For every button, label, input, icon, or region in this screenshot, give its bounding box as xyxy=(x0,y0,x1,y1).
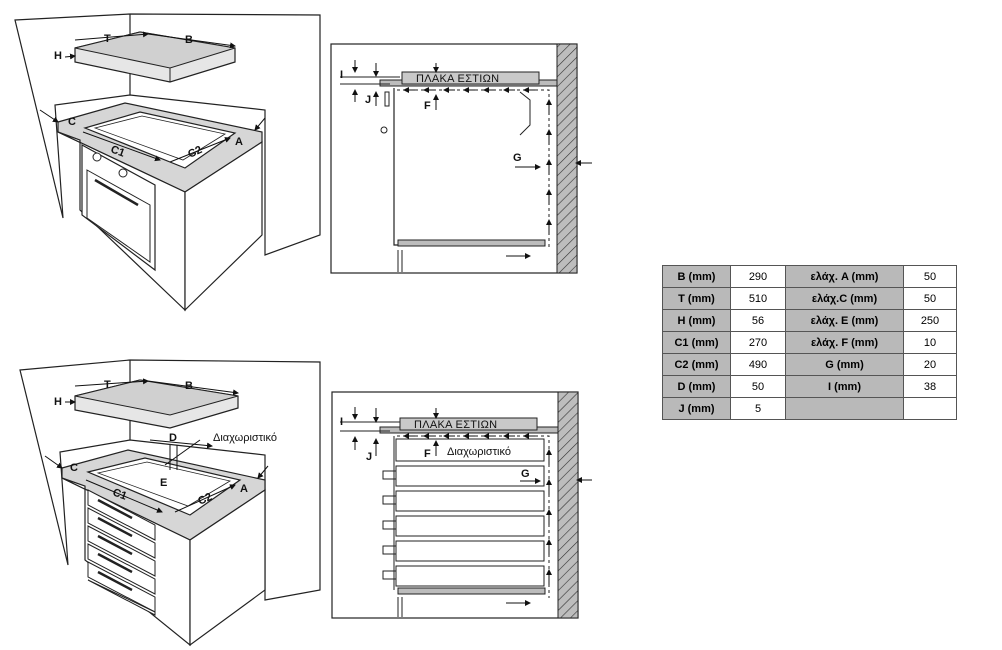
dimension-value-cell: 50 xyxy=(903,265,957,288)
label-i: I xyxy=(340,416,343,428)
dimension-value-cell: 510 xyxy=(730,287,786,310)
divider-label: Διαχωριστικό xyxy=(447,446,511,458)
label-j: J xyxy=(366,451,372,463)
dimension-name-cell: B (mm) xyxy=(662,265,731,288)
dimension-value-cell: 38 xyxy=(903,375,957,398)
dimension-name-cell: ελάχ. F (mm) xyxy=(785,331,904,354)
dimensions-row: J (mm)5 xyxy=(662,397,957,420)
drawers-section-view: ΠΛΑΚΑ ΕΣΤΙΩΝ Διαχωριστικό xyxy=(331,391,592,619)
label-a: A xyxy=(240,483,248,495)
divider-label: Διαχωριστικό xyxy=(213,432,277,444)
label-c1: C1 xyxy=(111,487,128,503)
label-f: F xyxy=(424,100,431,112)
dimension-name-cell: D (mm) xyxy=(662,375,731,398)
label-c2: C2 xyxy=(186,144,204,161)
label-t: T xyxy=(104,379,111,391)
drawer-stack xyxy=(87,489,156,616)
dimension-value-cell: 270 xyxy=(730,331,786,354)
dimension-name-cell: I (mm) xyxy=(785,375,904,398)
dimension-name-cell: T (mm) xyxy=(662,287,731,310)
label-e: E xyxy=(160,477,167,489)
dimension-value-cell: 50 xyxy=(730,375,786,398)
label-b: B xyxy=(185,380,193,392)
dimension-name-cell: G (mm) xyxy=(785,353,904,376)
dimension-name-cell: J (mm) xyxy=(662,397,731,420)
hob-label: ΠΛΑΚΑ ΕΣΤΙΩΝ xyxy=(414,419,497,431)
dimension-name-cell: ελάχ. A (mm) xyxy=(785,265,904,288)
dimension-name-cell: ελάχ.C (mm) xyxy=(785,287,904,310)
label-c1: C1 xyxy=(109,144,126,160)
label-c2: C2 xyxy=(196,491,214,508)
dimension-value-cell: 20 xyxy=(903,353,957,376)
hob-label: ΠΛΑΚΑ ΕΣΤΙΩΝ xyxy=(416,73,499,85)
dimension-value-cell: 10 xyxy=(903,331,957,354)
label-f: F xyxy=(424,448,431,460)
label-c: C xyxy=(68,116,76,128)
label-c: C xyxy=(70,462,78,474)
dimension-name-cell: C1 (mm) xyxy=(662,331,731,354)
cabinet-drawers-3d-diagram: T B H D Διαχωριστικό E C A C1 C2 xyxy=(19,359,321,647)
label-a: A xyxy=(235,136,243,148)
label-j: J xyxy=(365,94,371,106)
cabinet-oven-3d-diagram: T B H C A C1 C2 xyxy=(14,13,321,312)
oven-section-view: ΠΛΑΚΑ ΕΣΤΙΩΝ xyxy=(330,43,592,274)
dimension-value-cell xyxy=(903,397,957,420)
dimension-value-cell: 490 xyxy=(730,353,786,376)
label-b: B xyxy=(185,34,193,46)
dimension-value-cell: 56 xyxy=(730,309,786,332)
label-h: H xyxy=(54,50,62,62)
dimension-value-cell: 290 xyxy=(730,265,786,288)
label-d: D xyxy=(169,432,177,444)
dimension-value-cell: 250 xyxy=(903,309,957,332)
label-t: T xyxy=(104,33,111,45)
label-g: G xyxy=(521,468,530,480)
label-h: H xyxy=(54,396,62,408)
label-i: I xyxy=(340,69,343,81)
label-g: G xyxy=(513,152,522,164)
dimension-value-cell: 5 xyxy=(730,397,786,420)
dimension-name-cell: ελάχ. E (mm) xyxy=(785,309,904,332)
dimension-value-cell: 50 xyxy=(903,287,957,310)
dimension-name-cell: H (mm) xyxy=(662,309,731,332)
dimension-name-cell xyxy=(785,397,904,420)
dimension-name-cell: C2 (mm) xyxy=(662,353,731,376)
